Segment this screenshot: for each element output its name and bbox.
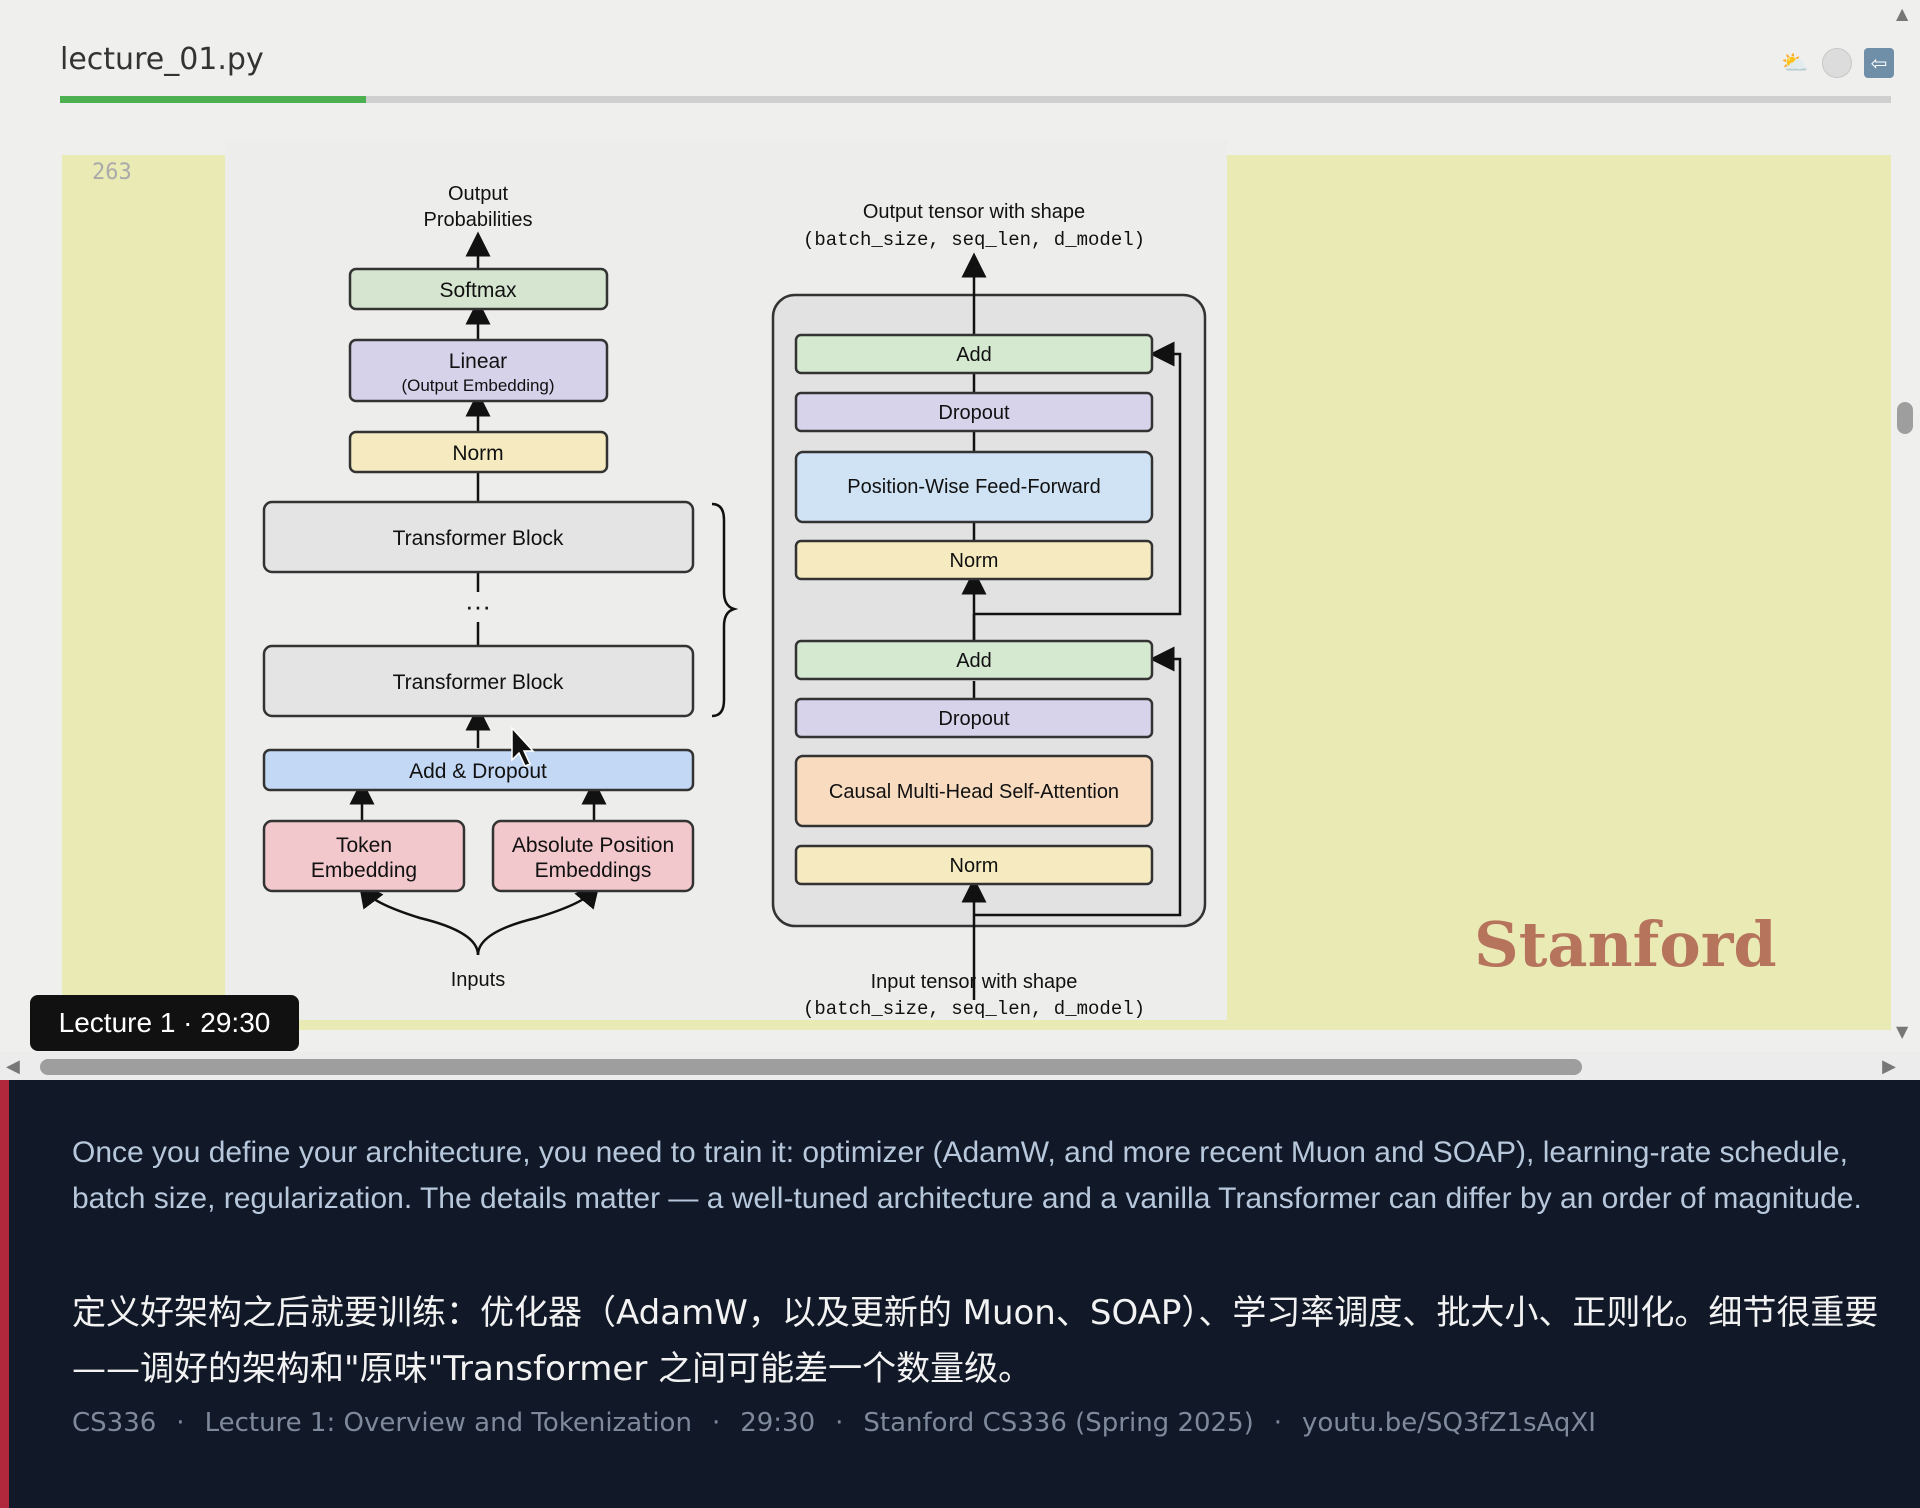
transformer-block-bottom-label: Transformer Block [393, 671, 564, 694]
mouse-cursor-icon [511, 726, 535, 767]
abs-pos-embedding-box [491, 819, 695, 893]
abs-pos-label-2: Embeddings [535, 859, 652, 882]
abs-pos-label-1: Absolute Position [512, 834, 674, 857]
add-label-bottom: Add [956, 650, 992, 672]
dropout-box-bottom [794, 697, 1154, 739]
norm-label-left: Norm [452, 442, 503, 465]
lecture-timestamp-badge: Lecture 1 · 29:30 [30, 995, 299, 1051]
caption-chinese: 定义好架构之后就要训练：优化器（AdamW，以及更新的 Muon、SOAP）、学… [72, 1293, 1879, 1389]
transformer-block-detail [771, 293, 1207, 928]
meta-separator: · [835, 1408, 844, 1438]
ffn-label: Position-Wise Feed-Forward [847, 476, 1100, 498]
stanford-logo: Stanford [1474, 908, 1777, 981]
token-embedding-box [262, 819, 466, 893]
caption-panel: Once you define your architecture, you n… [0, 1080, 1920, 1508]
record-circle-icon[interactable] [1822, 48, 1852, 78]
back-arrow-icon[interactable]: ⇦ [1864, 48, 1894, 78]
line-number: 263 [92, 160, 132, 185]
block-brace [711, 502, 739, 718]
norm-label-bottom: Norm [950, 855, 999, 877]
input-tensor-shape: (batch_size, seq_len, d_model) [803, 998, 1145, 1020]
add-box-bottom [794, 639, 1154, 681]
ffn-box [794, 450, 1154, 524]
weather-icon[interactable]: ⛅ [1781, 50, 1809, 76]
meta-time: 29:30 [740, 1408, 816, 1438]
scroll-right-arrow-icon[interactable]: ▶ [1882, 1056, 1896, 1077]
scroll-down-arrow-icon[interactable]: ▼ [1896, 1022, 1909, 1041]
norm-box-left [348, 430, 609, 474]
linear-label: Linear [449, 350, 507, 373]
dropout-box-top [794, 391, 1154, 433]
ellipsis: ··· [465, 591, 491, 621]
meta-separator: · [176, 1408, 185, 1438]
dropout-label-bottom: Dropout [938, 708, 1010, 730]
file-title: lecture_01.py [60, 42, 264, 77]
caption-meta: CS336 · Lecture 1: Overview and Tokeniza… [72, 1408, 1596, 1438]
linear-sublabel: (Output Embedding) [401, 376, 554, 395]
softmax-label: Softmax [439, 279, 517, 302]
horizontal-scrollbar-thumb[interactable] [40, 1059, 1582, 1075]
progress-fill [60, 96, 366, 103]
output-tensor-shape: (batch_size, seq_len, d_model) [803, 229, 1145, 251]
add-dropout-box [262, 748, 695, 792]
transformer-diagram: Output Probabilities Softmax Linear (Out… [262, 183, 1207, 1020]
meta-course: CS336 [72, 1408, 157, 1438]
add-dropout-label: Add & Dropout [409, 760, 547, 783]
meta-lecture: Lecture 1: Overview and Tokenization [204, 1408, 692, 1438]
linear-box [348, 338, 609, 403]
inputs-label: Inputs [451, 969, 505, 991]
attention-box [794, 754, 1154, 828]
horizontal-scrollbar[interactable]: ◀ ▶ [0, 1052, 1920, 1080]
norm-label-top: Norm [950, 550, 999, 572]
add-label-top: Add [956, 344, 992, 366]
output-probabilities-label: Output [448, 183, 508, 205]
accent-bar [0, 1080, 9, 1508]
softmax-box [348, 267, 609, 311]
output-tensor-label: Output tensor with shape [863, 201, 1085, 223]
token-embedding-label-2: Embedding [311, 859, 417, 882]
attention-label: Causal Multi-Head Self-Attention [829, 781, 1119, 803]
meta-separator: · [711, 1408, 721, 1438]
token-embedding-label-1: Token [336, 834, 392, 857]
progress-bar [60, 96, 1891, 103]
norm-box-bottom [794, 844, 1154, 886]
scroll-up-arrow-icon[interactable]: ▲ [1896, 4, 1909, 23]
meta-source: Stanford CS336 (Spring 2025) [863, 1408, 1254, 1438]
scroll-left-arrow-icon[interactable]: ◀ [6, 1056, 20, 1077]
output-probabilities-label-2: Probabilities [424, 209, 533, 231]
vertical-scrollbar-thumb[interactable] [1897, 402, 1913, 434]
transformer-block-bottom [262, 644, 695, 718]
transformer-block-top [262, 500, 695, 574]
lecture-viewer: lecture_01.py ⛅ ⇦ 263 Output Probabiliti… [0, 4, 1920, 1080]
meta-link[interactable]: youtu.be/SQ3fZ1sAqXI [1302, 1408, 1596, 1438]
meta-separator: · [1273, 1408, 1283, 1438]
dropout-label-top: Dropout [938, 402, 1010, 424]
add-box-top [794, 333, 1154, 375]
top-toolbar: ⛅ ⇦ [1780, 48, 1894, 78]
transformer-block-top-label: Transformer Block [393, 527, 564, 550]
input-tensor-label: Input tensor with shape [871, 971, 1078, 993]
caption-english: Once you define your architecture, you n… [72, 1136, 1862, 1215]
norm-box-top [794, 539, 1154, 581]
